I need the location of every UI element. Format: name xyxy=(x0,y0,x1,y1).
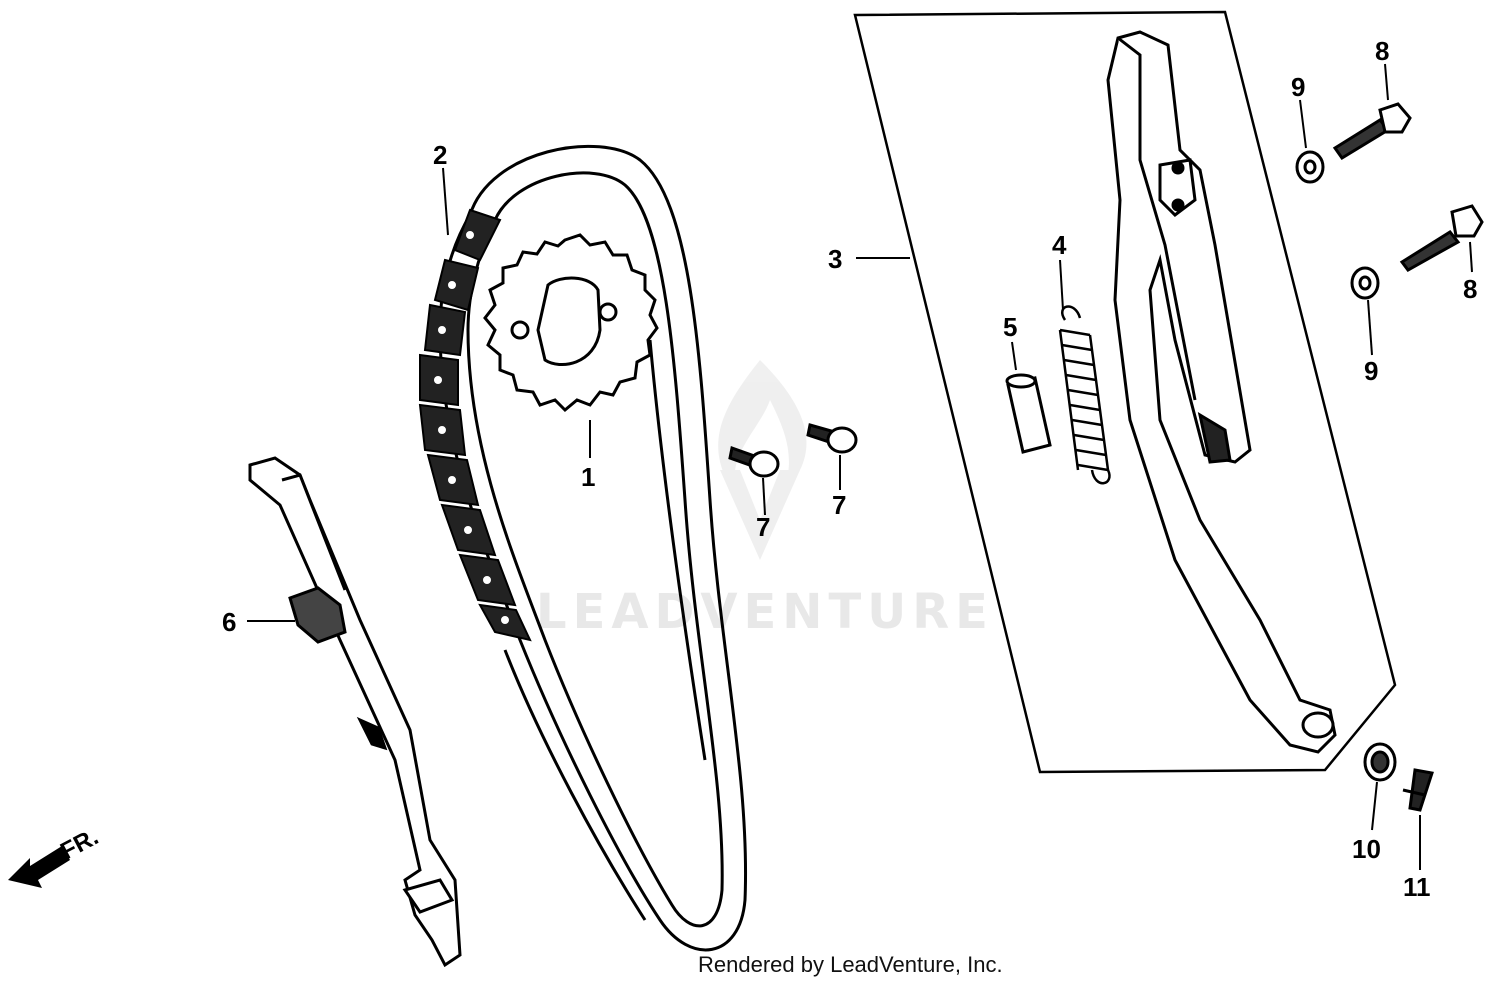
bolt-7-left xyxy=(728,446,780,478)
cam-chain xyxy=(418,144,748,952)
bolt-8-upper xyxy=(1332,102,1412,161)
callout-5: 5 xyxy=(1003,312,1017,342)
bolt-8-lower xyxy=(1399,204,1484,272)
leader-lines xyxy=(247,63,1473,870)
v-logo-icon xyxy=(720,470,800,560)
tensioner-spring xyxy=(1058,305,1111,485)
callout-9-lower: 9 xyxy=(1364,356,1378,386)
callout-1: 1 xyxy=(581,462,595,492)
washer-9-upper xyxy=(1295,150,1325,184)
callout-9-upper: 9 xyxy=(1291,72,1305,102)
callout-7-right: 7 xyxy=(832,490,846,520)
callout-3: 3 xyxy=(828,244,842,274)
watermark: LEADVENTURE xyxy=(536,360,994,640)
front-direction-arrow: FR. xyxy=(8,823,103,888)
callout-10: 10 xyxy=(1352,834,1381,864)
bolt-7-right xyxy=(806,423,858,454)
flame-logo-icon xyxy=(718,360,807,520)
washer-10 xyxy=(1363,742,1397,782)
callout-8-lower: 8 xyxy=(1463,274,1477,304)
tensioner-arm xyxy=(1106,30,1337,754)
footer-credit: Rendered by LeadVenture, Inc. xyxy=(698,952,1003,977)
tensioner-assembly-outline xyxy=(853,10,1397,774)
washer-9-lower xyxy=(1350,266,1380,300)
watermark-text: LEADVENTURE xyxy=(536,584,994,640)
callout-2: 2 xyxy=(433,140,447,170)
cam-sprocket xyxy=(483,233,659,413)
callouts: 2 1 3 4 5 6 7 7 8 8 9 9 10 11 xyxy=(222,36,1477,902)
cam-chain-guide xyxy=(248,456,462,968)
callout-7-left: 7 xyxy=(756,512,770,542)
callout-6: 6 xyxy=(222,607,236,637)
callout-4: 4 xyxy=(1052,230,1067,260)
callout-11: 11 xyxy=(1403,872,1431,902)
cotter-pin-11 xyxy=(1402,768,1434,812)
tensioner-pin xyxy=(1005,373,1052,454)
callout-8-upper: 8 xyxy=(1375,36,1389,66)
